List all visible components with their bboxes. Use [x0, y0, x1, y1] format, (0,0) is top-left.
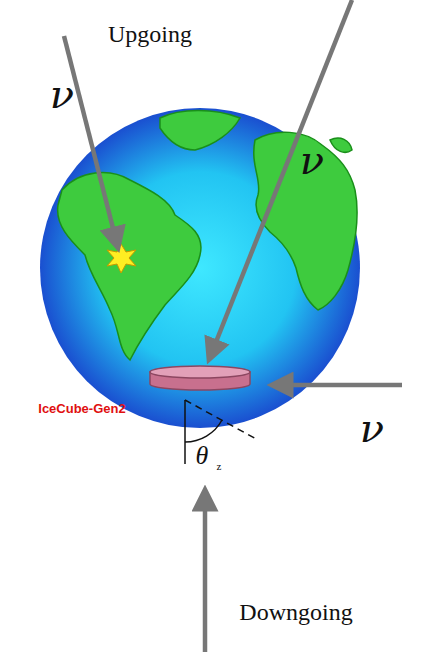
neutrino-arrows — [64, 0, 402, 652]
earth-globe — [40, 108, 360, 428]
interaction-star — [107, 244, 136, 273]
continents — [58, 111, 357, 361]
neutrino-symbol: ν — [50, 74, 74, 114]
angle-symbol: θ — [196, 443, 209, 469]
detector-cylinder — [150, 366, 250, 390]
detector-name: IceCube-Gen2 — [38, 402, 125, 415]
direction-label: Downgoing — [239, 600, 352, 624]
direction-label: Upgoing — [108, 22, 192, 46]
neutrino-symbol: ν — [300, 140, 324, 180]
angle-subscript: z — [217, 461, 222, 472]
neutrino-symbol: ν — [360, 408, 384, 448]
